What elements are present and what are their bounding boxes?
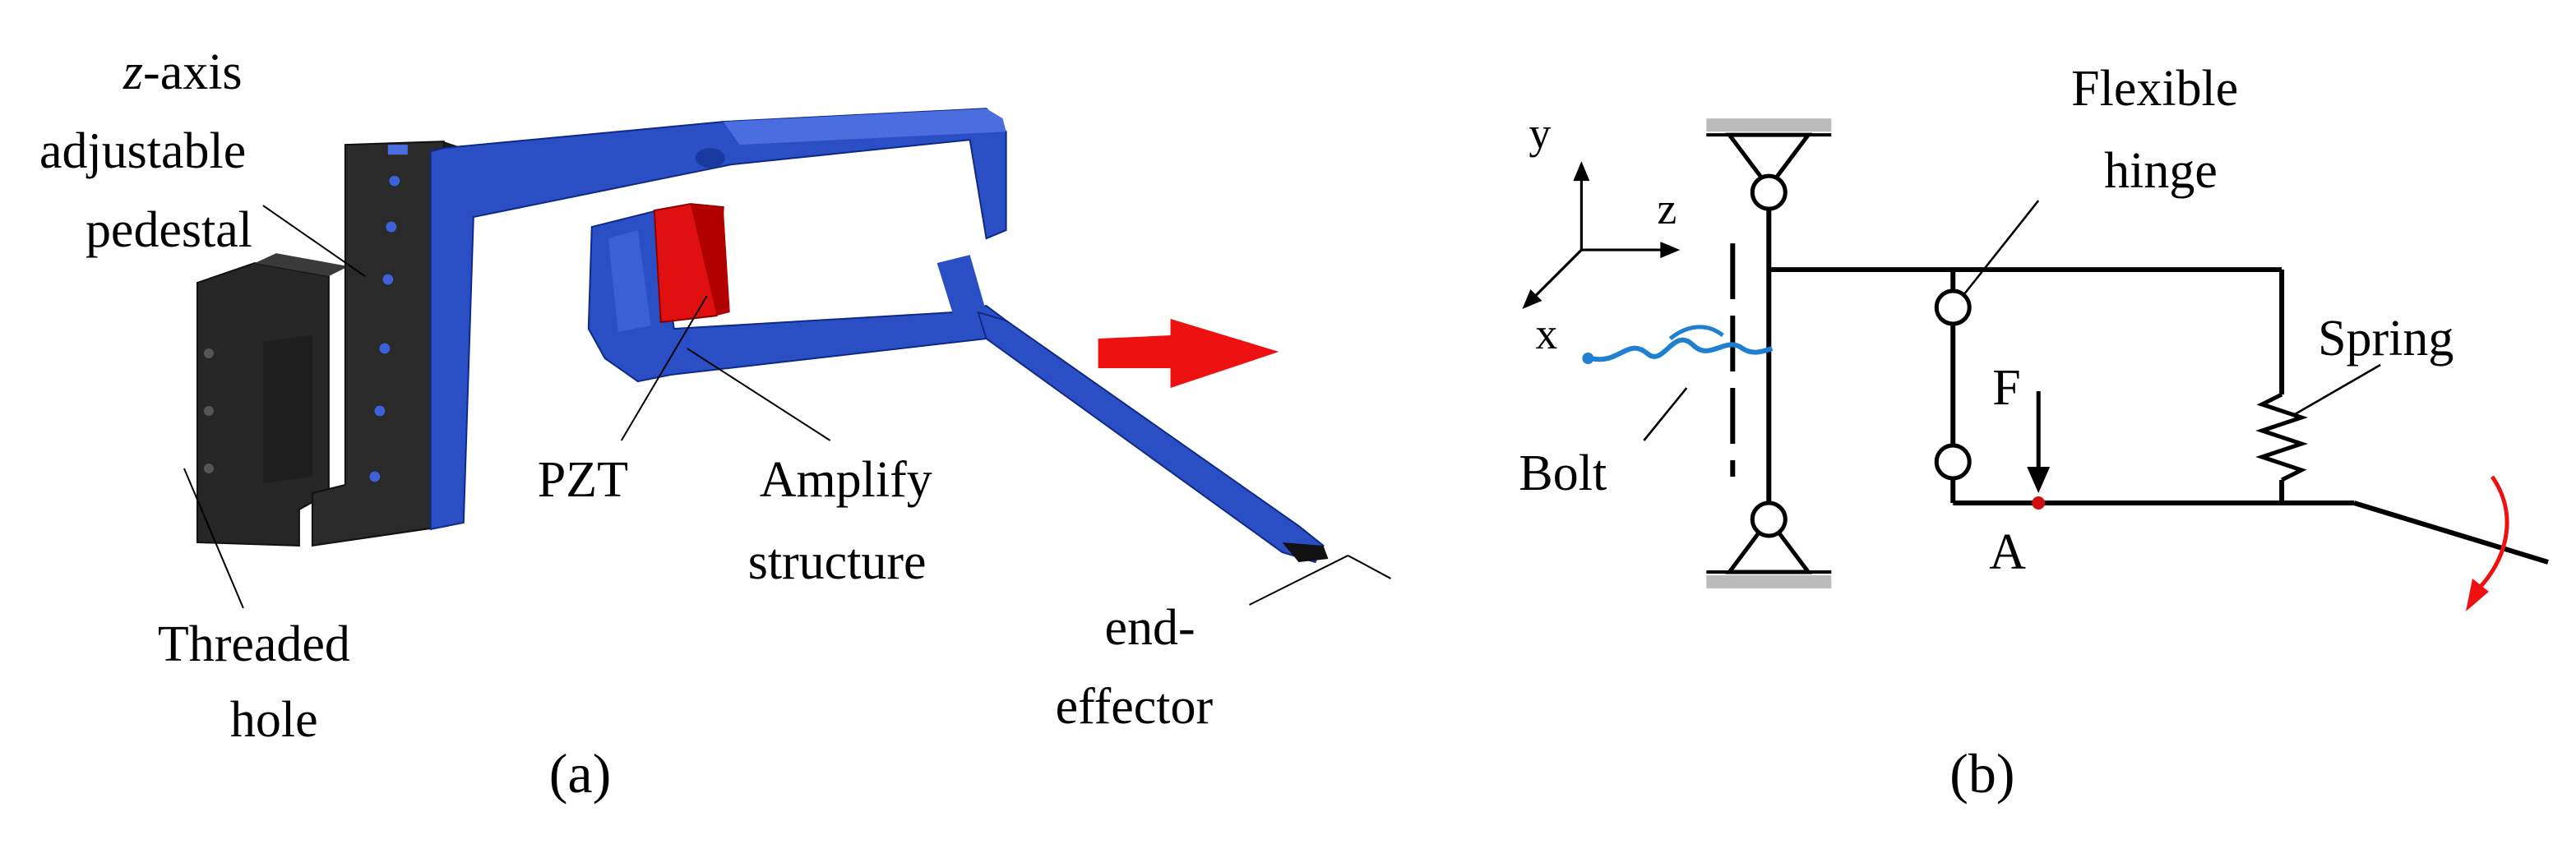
label-hinge: hinge xyxy=(2104,143,2218,199)
label-hole: hole xyxy=(230,692,318,748)
threaded-block-side xyxy=(254,253,349,277)
label-spring: Spring xyxy=(2318,311,2453,367)
axis-label-y: y xyxy=(1528,108,1551,158)
joint-bottom xyxy=(1750,501,1787,538)
z-axis-pedestal xyxy=(311,141,448,547)
caption-a: (a) xyxy=(549,742,611,805)
point-a xyxy=(2032,496,2046,510)
bolt-wave xyxy=(1590,337,1774,362)
axis-label-x: x xyxy=(1535,309,1557,358)
pivot-bottom xyxy=(1725,515,1813,574)
force-arrow xyxy=(2027,466,2051,493)
motion-arrow-red xyxy=(1098,319,1279,389)
label-pedestal: pedestal xyxy=(86,202,252,258)
label-structure: structure xyxy=(748,534,927,590)
joint-top xyxy=(1750,173,1787,211)
panel-b: y z x xyxy=(1519,61,2549,805)
coordinate-axes xyxy=(1528,171,1671,304)
panel-a: z-axis adjustable pedestal Threaded hole… xyxy=(39,44,1391,805)
spring xyxy=(2255,392,2309,482)
label-effector: effector xyxy=(1056,679,1214,735)
label-point-a: A xyxy=(1989,524,2026,580)
flexible-hinge-top xyxy=(1934,288,1972,326)
leader-lines-a xyxy=(183,205,1391,609)
flexible-hinge-bottom xyxy=(1934,443,1972,481)
label-threaded: Threaded xyxy=(158,616,350,672)
frame-links xyxy=(1769,267,2549,565)
label-bolt: Bolt xyxy=(1519,445,1607,501)
label-amplify: Amplify xyxy=(760,452,932,508)
label-end: end- xyxy=(1105,600,1196,656)
ground-bottom xyxy=(1706,574,1832,588)
axis-label-z: z xyxy=(1657,184,1676,233)
label-z-axis: z-axis xyxy=(123,44,243,100)
pivot-top xyxy=(1725,132,1813,191)
label-force-f: F xyxy=(1992,360,2020,416)
label-adjustable: adjustable xyxy=(39,123,246,179)
rotation-arrow xyxy=(2477,475,2509,590)
label-flexible: Flexible xyxy=(2071,61,2238,117)
caption-b: (b) xyxy=(1949,742,2014,805)
ground-top xyxy=(1706,118,1832,132)
label-pzt: PZT xyxy=(538,452,628,508)
amplify-structure xyxy=(587,209,1008,383)
